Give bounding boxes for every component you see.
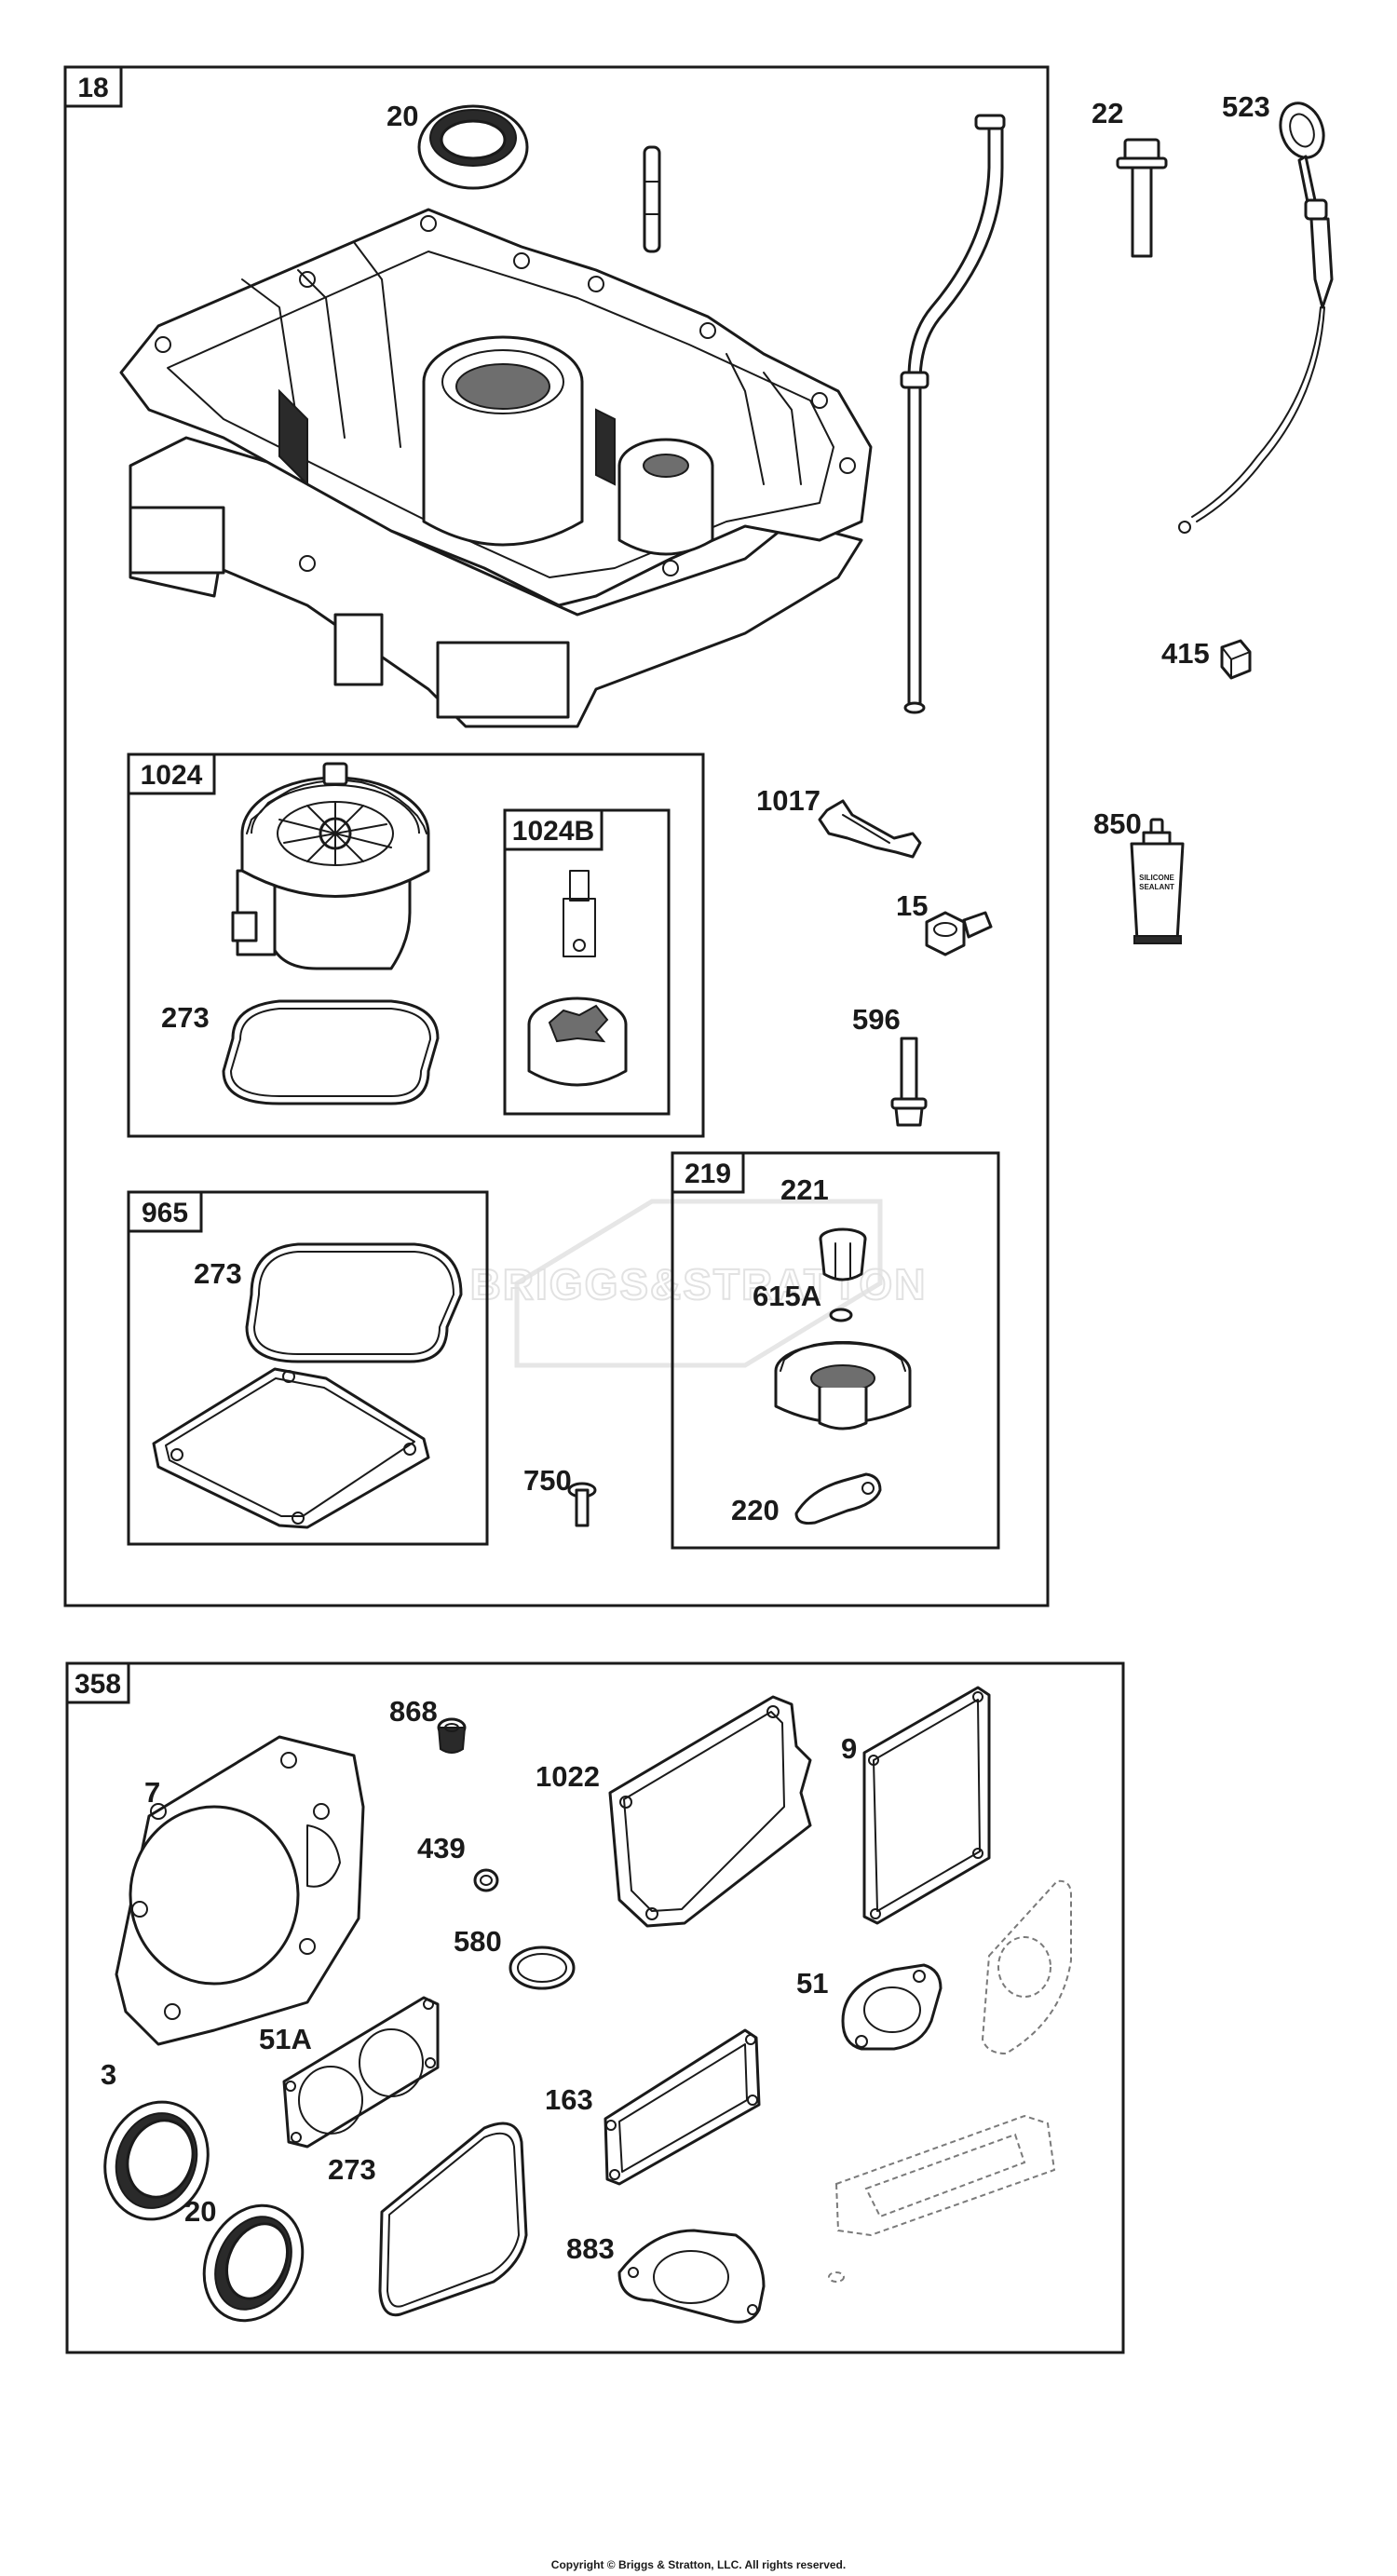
clip-part[interactable]: [818, 799, 922, 859]
copyright-notice: Copyright © Briggs & Stratton, LLC. All …: [551, 2558, 846, 2571]
assembly-18-tag: 18: [77, 73, 108, 103]
callout-868: 868: [389, 1695, 438, 1728]
callout-1022: 1022: [536, 1760, 600, 1793]
governor-pin-part[interactable]: [819, 1227, 867, 1281]
callout-615a: 615A: [753, 1280, 821, 1312]
callout-163: 163: [545, 2083, 593, 2116]
callout-15: 15: [896, 889, 928, 922]
intake-gasket-51a-part[interactable]: [282, 1996, 440, 2149]
callout-580: 580: [454, 1925, 502, 1958]
intake-gasket-51-part[interactable]: [841, 1963, 943, 2051]
cylinder-head-gasket-part[interactable]: [115, 1735, 365, 2046]
assembly-965-frame: 965: [127, 1190, 489, 1546]
assembly-1024b-frame: 1024B: [503, 808, 671, 1116]
callout-51a: 51A: [259, 2023, 312, 2055]
callout-9: 9: [841, 1732, 857, 1765]
breather-gasket-9-part[interactable]: [862, 1686, 991, 1925]
callout-883: 883: [566, 2232, 615, 2265]
o-ring-273-kit-part[interactable]: [378, 2122, 528, 2317]
dipstick-part[interactable]: [1178, 97, 1334, 534]
assembly-1024b-tag: 1024B: [512, 816, 594, 847]
assembly-965-tag: 965: [142, 1198, 188, 1228]
callout-1017: 1017: [756, 784, 821, 817]
oil-pump-part[interactable]: [231, 762, 430, 970]
exhaust-gasket-883-part[interactable]: [617, 2229, 766, 2324]
optional-gasket-upper-part[interactable]: [981, 1879, 1072, 2055]
callout-523: 523: [1222, 90, 1270, 123]
callout-20-top: 20: [387, 100, 418, 132]
dowel-pin-part[interactable]: [643, 145, 661, 253]
sump-crankcase-part[interactable]: [119, 208, 873, 728]
rocker-cover-gasket-part[interactable]: [608, 1695, 812, 1928]
assembly-219-tag: 219: [685, 1159, 731, 1189]
callout-273-965: 273: [194, 1257, 242, 1290]
oil-seal-3-part[interactable]: [88, 2087, 224, 2233]
assembly-1024-frame: 1024: [127, 752, 705, 1138]
dipstick-tube-part[interactable]: [900, 114, 1006, 714]
callout-273-pump: 273: [161, 1001, 210, 1034]
callout-596: 596: [852, 1003, 901, 1036]
screw-750-part[interactable]: [567, 1482, 597, 1527]
o-ring-580-part[interactable]: [509, 1946, 576, 1990]
oil-seal-part[interactable]: [417, 104, 529, 190]
o-ring-439-part[interactable]: [473, 1868, 499, 1892]
sealant-label-line-2: SEALANT: [1139, 883, 1174, 891]
callout-7: 7: [144, 1776, 160, 1809]
governor-gear-part[interactable]: [774, 1341, 912, 1430]
callout-20-kit: 20: [184, 2195, 216, 2228]
bolt-596-part[interactable]: [890, 1037, 928, 1127]
assembly-1024-tag: 1024: [141, 760, 203, 791]
callout-3: 3: [101, 2058, 116, 2091]
callout-220: 220: [731, 1494, 780, 1526]
oil-seal-20-kit-part[interactable]: [186, 2190, 321, 2337]
gasket-965-plate-part[interactable]: [152, 1367, 430, 1529]
valve-stem-seal-part[interactable]: [437, 1717, 467, 1754]
callout-750: 750: [523, 1464, 572, 1497]
brand-watermark: BRIGGS&STRATTON: [469, 1199, 926, 1368]
pump-o-ring-part[interactable]: [222, 999, 440, 1105]
callout-51: 51: [796, 1967, 828, 2000]
callout-273-kit: 273: [328, 2153, 376, 2186]
screw-15-part[interactable]: [925, 911, 993, 956]
assembly-219-frame: 219: [671, 1151, 1000, 1550]
callout-22: 22: [1092, 97, 1123, 129]
callout-439: 439: [417, 1832, 466, 1864]
assembly-358-tag: 358: [75, 1669, 121, 1700]
assembly-18-frame: 18: [63, 65, 1050, 1607]
assembly-358-frame: 358: [65, 1661, 1125, 2354]
optional-gasket-lower-part[interactable]: [828, 2114, 1056, 2283]
callout-850: 850: [1093, 807, 1142, 840]
callout-221: 221: [780, 1173, 829, 1206]
governor-cup-part[interactable]: [794, 1472, 882, 1525]
pump-rotor-shaft-part[interactable]: [527, 870, 628, 1087]
washer-615a-part[interactable]: [829, 1308, 853, 1322]
callout-415: 415: [1161, 637, 1210, 670]
silicone-sealant-tube-part[interactable]: SILICONE SEALANT: [1130, 818, 1185, 944]
sealant-label-line-1: SILICONE: [1139, 874, 1174, 882]
exhaust-gasket-163-part[interactable]: [604, 2028, 761, 2186]
plug-part[interactable]: [1220, 639, 1252, 680]
gasket-965-ring-part[interactable]: [245, 1242, 463, 1363]
dipstick-tube-bolt-part[interactable]: [1116, 138, 1168, 258]
